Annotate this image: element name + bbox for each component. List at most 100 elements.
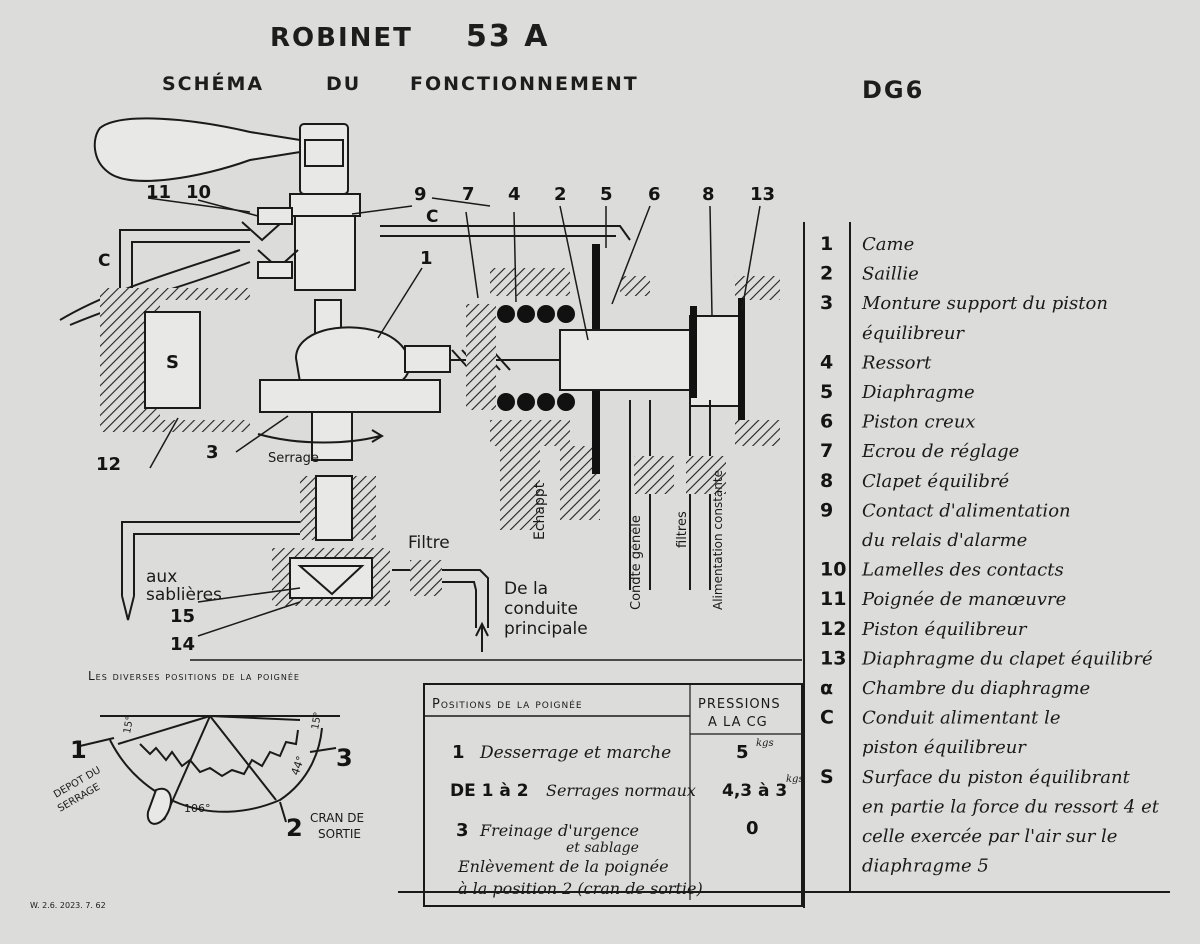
legend-key: 5: [820, 381, 833, 403]
angle-106: 106°: [184, 802, 211, 815]
echappement-channel: [500, 446, 600, 530]
legend-text: Came: [862, 234, 914, 255]
position-1: 1: [70, 736, 87, 764]
callout-12: 12: [96, 454, 121, 475]
legend-key: S: [820, 766, 834, 788]
footer-reference: W. 2.6. 2023. 7. 62: [30, 901, 106, 910]
table-row-3-pos: 3: [456, 820, 469, 841]
callout-6: 6: [648, 184, 661, 205]
legend-text: Diaphragme: [861, 382, 975, 403]
piston-creux: [559, 329, 691, 391]
label-conduite: conduite: [504, 599, 578, 619]
label-filtres: filtres: [675, 511, 690, 548]
callout-9: 9: [414, 184, 427, 205]
table-row-2-pos: DE 1 à 2: [450, 781, 529, 801]
angle-15-right: 15°: [310, 711, 324, 730]
legend-text: Poignée de manœuvre: [861, 589, 1066, 610]
label-alimentation-constante: Alimentation constante: [711, 470, 725, 610]
label-de-la: De la: [504, 579, 548, 599]
positions-title: Les diverses positions de la poignée: [88, 669, 300, 683]
diaphragme-13: [738, 298, 745, 420]
filter-2: [686, 456, 726, 494]
table-row-2-pressure: 4,3 à 3: [722, 781, 787, 801]
legend-key: 1: [820, 233, 833, 255]
callout-c-right: C: [426, 207, 438, 227]
legend-text: Clapet équilibré: [862, 471, 1010, 492]
legend-text: Lamelles des contacts: [861, 560, 1064, 581]
legend-key: 7: [820, 440, 833, 462]
callout-1: 1: [420, 248, 433, 269]
arrow-sablieres: [121, 595, 135, 621]
legend-text: Diaphragme du clapet équilibré: [861, 648, 1153, 669]
legend-text: Conduit alimentant le: [862, 708, 1061, 729]
arrow-serrage: [257, 429, 384, 444]
callout-11: 11: [146, 182, 171, 203]
legend-key: 12: [820, 618, 846, 640]
title-number: 53 A: [466, 19, 549, 54]
ressort-coils: [497, 305, 575, 411]
legend-text: Piston creux: [861, 412, 976, 433]
callout-13: 13: [750, 184, 775, 205]
callout-14: 14: [170, 634, 195, 655]
legend-text: Contact d'alimentation: [862, 500, 1071, 521]
position-3: 3: [336, 744, 353, 772]
callout-3: 3: [206, 442, 219, 463]
legend-text: du relais d'alarme: [862, 530, 1027, 551]
table-header-cg: A LA CG: [708, 715, 768, 730]
cam-body: [259, 299, 560, 461]
clapet-equilibre: [689, 315, 741, 407]
subtitle-schema: SCHÉMA: [162, 72, 264, 95]
legend-text: Piston équilibreur: [861, 619, 1028, 640]
positions-table: [423, 683, 803, 907]
lower-valve: [121, 475, 489, 628]
legend-text: diaphragme 5: [862, 856, 989, 877]
legend-text: celle exercée par l'air sur le: [862, 826, 1117, 847]
label-echappement: Echappt: [532, 482, 548, 540]
label-principale: principale: [504, 619, 588, 639]
callout-7: 7: [462, 184, 475, 205]
label-sortie: SORTIE: [318, 827, 361, 841]
legend-text: Ecrou de réglage: [861, 441, 1019, 462]
port-channels: [629, 400, 711, 590]
drawing-code: DG6: [862, 76, 924, 104]
table-row-3-desc2: et sablage: [566, 840, 639, 856]
table-header-positions: Positions de la poignée: [432, 697, 583, 712]
table-header-pressions: PRESSIONS: [698, 697, 781, 712]
angle-15-left: 15°: [122, 715, 136, 734]
legend-key: 11: [820, 588, 846, 610]
callout-s: S: [166, 352, 179, 373]
conduit-c-right: [380, 225, 631, 241]
legend-key: 3: [820, 292, 833, 314]
callout-8: 8: [702, 184, 715, 205]
table-row-1-pressure: 5: [736, 742, 749, 763]
legend-text: Surface du piston équilibrant: [862, 767, 1131, 788]
legend-key: 8: [820, 470, 833, 492]
callout-15: 15: [170, 606, 195, 627]
arrow-conduite: [475, 621, 489, 652]
label-aux: aux: [146, 567, 177, 587]
legend-key: C: [820, 707, 834, 729]
legend-frame: [190, 222, 1170, 908]
callout-5: 5: [600, 184, 613, 205]
handle-assembly: [59, 117, 361, 326]
callout-c-left: C: [98, 251, 110, 271]
piston-equilibreur-s: [144, 311, 201, 409]
callout-2: 2: [554, 184, 567, 205]
legend-text: Ressort: [861, 352, 932, 373]
table-row-1-unit: kgs: [756, 738, 774, 749]
title-word: ROBINET: [270, 23, 413, 53]
label-serrage: Serrage: [268, 451, 319, 466]
legend-key: 6: [820, 411, 833, 433]
filter-1: [634, 456, 674, 494]
position-2: 2: [286, 814, 303, 842]
legend-key: 9: [820, 499, 833, 521]
table-row-3-pressure: 0: [746, 818, 759, 839]
table-row-2-unit: kgs: [786, 774, 804, 785]
housing-left: [100, 288, 250, 432]
legend-text: Chambre du diaphragme: [862, 678, 1090, 699]
legend-key: 13: [820, 647, 846, 669]
legend-key: 2: [820, 263, 833, 285]
label-conduite-generale: Condte généle: [629, 515, 644, 610]
